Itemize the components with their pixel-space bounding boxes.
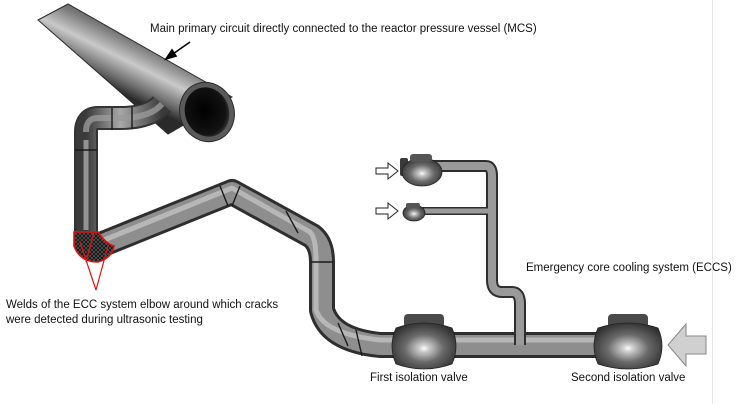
second-isolation-valve-label: Second isolation valve	[571, 372, 686, 384]
image-border	[712, 0, 713, 404]
mcs-label: Main primary circuit directly connected …	[150, 23, 537, 35]
flow-arrow-icon	[667, 322, 707, 368]
pointer-arrow-icon	[164, 41, 191, 61]
weld-joints	[75, 107, 363, 357]
flow-arrow-icon	[375, 161, 399, 181]
first-isolation-valve-label: First isolation valve	[370, 372, 468, 384]
eccs-branch-lines	[420, 160, 526, 345]
weld-pointer-lines	[79, 241, 109, 291]
inlet-valve-lower	[402, 203, 426, 222]
second-isolation-valve	[593, 314, 663, 370]
eccs-label: Emergency core cooling system (ECCS)	[526, 262, 732, 274]
first-isolation-valve	[391, 314, 457, 370]
welds-label-line2: were detected during ultrasonic testing	[6, 314, 203, 326]
flow-arrow-icon	[375, 201, 399, 221]
main-primary-circuit-pipe	[37, 3, 235, 143]
inlet-valve-upper	[400, 154, 443, 187]
welds-label-line1: Welds of the ECC system elbow around whi…	[6, 299, 279, 311]
ecc-nozzle-and-elbow	[74, 95, 172, 232]
